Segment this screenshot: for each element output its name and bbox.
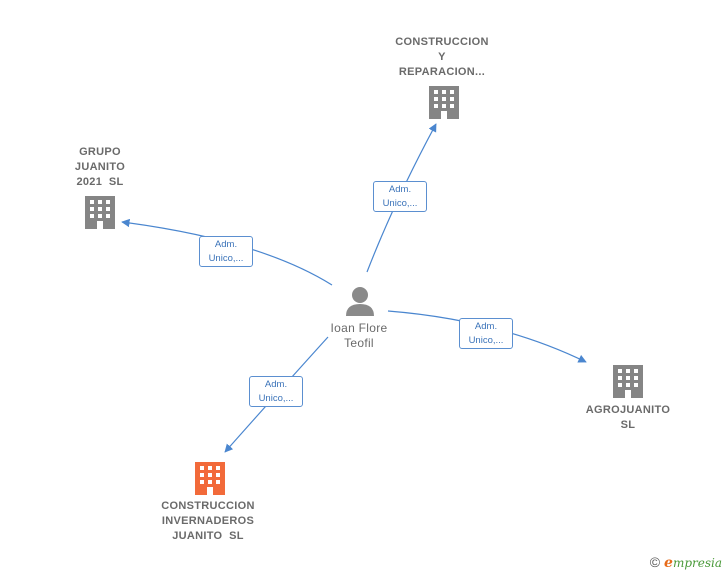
edge-label-construccion-invernaderos[interactable]: Adm. Unico,...: [249, 376, 303, 407]
company-label-agrojuanito[interactable]: AGROJUANITO SL: [585, 404, 671, 431]
building-icon[interactable]: [85, 196, 115, 229]
building-icon[interactable]: [613, 365, 643, 398]
building-icon[interactable]: [195, 462, 225, 495]
copyright-icon: ©: [649, 554, 661, 570]
building-icon[interactable]: [429, 86, 459, 119]
edge-label-agrojuanito[interactable]: Adm. Unico,...: [459, 318, 513, 349]
edge-label-construccion-reparacion[interactable]: Adm. Unico,...: [373, 181, 427, 212]
footer-brand: ©empresia: [650, 554, 722, 571]
company-label-construccion-reparacion[interactable]: CONSTRUCCION Y REPARACION...: [395, 36, 489, 78]
company-label-grupo-juanito[interactable]: GRUPO JUANITO 2021 SL: [74, 146, 126, 188]
person-icon[interactable]: [346, 287, 374, 316]
company-label-construccion-invernaderos[interactable]: CONSTRUCCION INVERNADEROS JUANITO SL: [161, 500, 255, 542]
person-label[interactable]: Ioan Flore Teofil: [330, 321, 388, 350]
brand-logo[interactable]: empresia: [664, 555, 722, 571]
edge-label-grupo-juanito[interactable]: Adm. Unico,...: [199, 236, 253, 267]
